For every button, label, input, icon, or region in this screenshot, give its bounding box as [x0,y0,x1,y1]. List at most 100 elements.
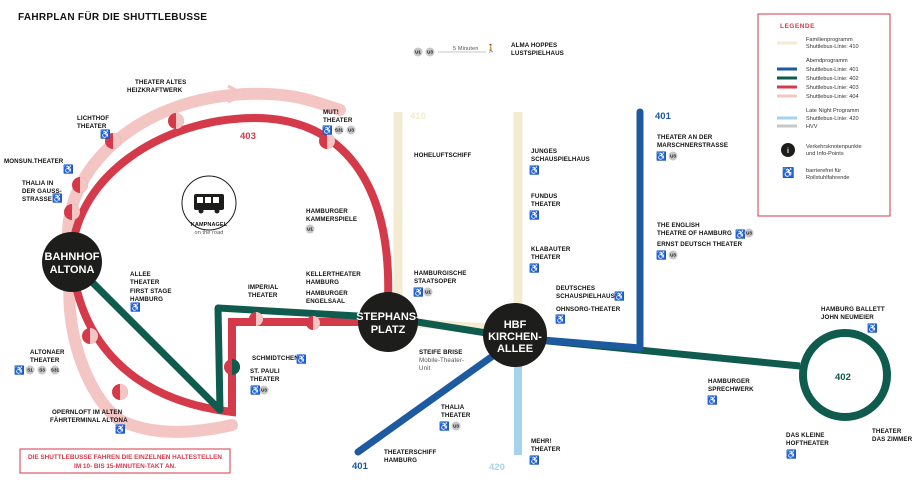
stop-name: MEHR! [531,438,552,445]
stop-marker[interactable] [306,316,320,330]
stop-name: HAMBURGER [306,208,348,215]
stop-label-kammerspiele[interactable]: HAMBURGER KAMMERSPIELE U1 [305,208,358,234]
stop-name: DER GAUSS- [22,188,62,195]
stop-marker[interactable] [82,328,98,344]
stop-label-english[interactable]: THE ENGLISH THEATRE OF HAMBURG ♿ U3 [657,222,754,239]
wheelchair-icon: ♿ [656,151,667,161]
stop-marker[interactable] [105,133,121,149]
stop-label-staatsoper[interactable]: HAMBURGISCHE STAATSOPER ♿ U1 [413,270,466,297]
line-label-404: 404 [241,89,258,100]
stop-name: FIRST STAGE [130,288,172,295]
stop-label-klabauter[interactable]: KLABAUTER THEATER ♿ [529,246,571,273]
legend-text: Familienprogramm [806,37,853,43]
legend-text: Rollstuhlfahrende [806,175,850,181]
hub-hbf-line2: KIRCHEN- [488,331,542,343]
line-label-402: 402 [835,372,851,383]
stop-name: LICHTHOF [77,115,109,122]
stop-label-kleine[interactable]: DAS KLEINE HOFTHEATER ♿ [786,432,829,459]
kampnagel-label: KAMPNAGEL [191,222,228,228]
stop-label-engelsaal[interactable]: HAMBURGER ENGELSAAL [306,290,348,305]
walk-note: 5 Minuten [453,46,478,52]
stop-label-theaterschiff[interactable]: THEATERSCHIFF HAMBURG [384,449,437,464]
stop-name: THEATER [77,123,107,130]
line-label-401-bottom: 401 [352,461,369,472]
stop-label-altonaer[interactable]: ALTONAER THEATER ♿ S1 S3 S31 [14,349,65,375]
stop-marker[interactable] [249,312,263,326]
stop-name: THEATER [30,357,60,364]
line-label-420: 420 [489,462,505,473]
stop-name: HAMBURGER [306,290,348,297]
notice-line: DIE SHUTTLEBUSSE FAHREN DIE EINZELNEN HA… [28,454,222,461]
stop-label-st-pauli[interactable]: ST. PAULI THEATER ♿ U3 [250,368,280,395]
stop-label-hoheluft[interactable]: HOHELUFTSCHIFF [414,152,472,159]
stop-label-imperial[interactable]: IMPERIAL THEATER [248,284,278,299]
legend-text: Shuttlebus-Linie: 403 [806,85,859,91]
wheelchair-icon: ♿ [63,164,74,174]
stop-name: HEIZKRAFTWERK [127,87,183,94]
stop-name: ALTONAER [30,349,65,356]
line-402-loop [799,329,891,421]
stop-label-kellertheater[interactable]: KELLERTHEATER HAMBURG [306,271,361,286]
stop-label-steife-brise[interactable]: STEIFE BRISE Mobile-Theater- Unit [419,349,464,372]
stop-sub: Mobile-Theater- [419,357,464,364]
stop-label-ernst[interactable]: ERNST DEUTSCH THEATER ♿ U3 [656,241,743,260]
svg-text:U3: U3 [427,50,433,55]
wheelchair-icon: ♿ [555,314,566,324]
wheelchair-icon: ♿ [529,263,540,273]
stop-name: ENGELSAAL [306,298,345,305]
hub-bahnhof-altona[interactable]: BAHNHOF ALTONA [42,232,102,292]
stop-label-ohnsorg[interactable]: OHNSORG-THEATER ♿ [555,306,621,324]
stop-label-mehr[interactable]: MEHR! THEATER ♿ [529,438,561,465]
stop-label-opernloft[interactable]: OPERNLOFT IM ALTEN FÄHRTERMINAL ALTONA ♿ [50,409,128,434]
stop-label-alma[interactable]: U1 U3 5 Minuten 🚶 ALMA HOPPES LUSTSPIELH… [413,42,564,57]
stop-label-junges[interactable]: JUNGES SCHAUSPIELHAUS ♿ [529,148,590,175]
stop-label-fundus[interactable]: FUNDUS THEATER ♿ [529,193,561,220]
badge-u3: U3 [425,47,435,57]
wheelchair-icon: ♿ [707,395,718,405]
legend-text: Shuttlebus-Linie: 401 [806,67,859,73]
badge-u3: U3 [668,151,678,161]
stop-label-marschner[interactable]: THEATER AN DER MARSCHNERSTRASSE ♿ U3 [656,134,728,161]
stop-name: STRASSE [22,196,52,203]
stop-label-mut[interactable]: MUT! THEATER ♿ S31 U3 [322,109,356,135]
stop-marker[interactable] [319,133,335,149]
stop-label-zimmer[interactable]: THEATER DAS ZIMMER [872,428,913,443]
stop-name: THEATER ALTES [135,79,186,86]
stop-label-sprechwerk[interactable]: HAMBURGER SPRECHWERK ♿ [707,378,754,405]
stop-name: THEATRE OF HAMBURG [657,230,732,237]
kampnagel-bus[interactable]: KAMPNAGEL [181,175,237,231]
stop-name: THEATER [872,428,902,435]
wheelchair-icon: ♿ [735,229,746,239]
stop-label-ballett[interactable]: HAMBURG BALLETT JOHN NEUMEIER ♿ [821,306,885,333]
stop-label-allee[interactable]: ALLEE THEATER FIRST STAGE HAMBURG ♿ [130,271,172,312]
legend-text: Shuttlebus-Linie: 402 [806,76,859,82]
stop-label-monsun[interactable]: MONSUN.THEATER ♿ [4,158,74,174]
stop-name: THEATER [531,446,561,453]
hub-stephansplatz[interactable]: STEPHANS- PLATZ [356,292,420,352]
stop-name: SCHAUSPIELHAUS [531,156,590,163]
stop-label-thalia[interactable]: THALIA THEATER ♿ U3 [439,404,471,431]
stop-marker[interactable] [112,384,128,400]
stop-label-lichthof[interactable]: LICHTHOF THEATER ♿ [77,115,111,139]
stop-name: ST. PAULI [250,368,280,375]
info-symbol: i [787,148,789,155]
stop-name: HOFTHEATER [786,440,829,447]
wheelchair-icon: ♿ [614,291,625,301]
badge-s31: S31 [50,365,60,375]
walking-person-icon: 🚶 [486,43,496,53]
stop-marker[interactable] [64,204,80,220]
svg-text:U3: U3 [453,424,459,429]
hub-hbf-kirchenallee[interactable]: HBF KIRCHEN- ALLEE [483,303,547,367]
stop-name: FÄHRTERMINAL ALTONA [50,417,128,424]
stop-marker[interactable] [168,113,184,129]
stop-label-deutsches[interactable]: DEUTSCHES SCHAUSPIELHAUS ♿ [556,285,625,301]
stop-label-thalia-gauss[interactable]: THALIA IN DER GAUSS- STRASSE ♿ [22,180,63,203]
line-label-401-top: 401 [655,111,672,122]
line-401-route [354,108,644,456]
badge-u3: U3 [668,250,678,260]
stop-marker[interactable] [224,359,240,375]
stop-marker[interactable] [72,177,88,193]
stop-label-schmidtchen[interactable]: SCHMIDTCHEN ♿ [252,354,307,364]
stop-label-theater-altes[interactable]: THEATER ALTES HEIZKRAFTWERK [127,79,186,94]
